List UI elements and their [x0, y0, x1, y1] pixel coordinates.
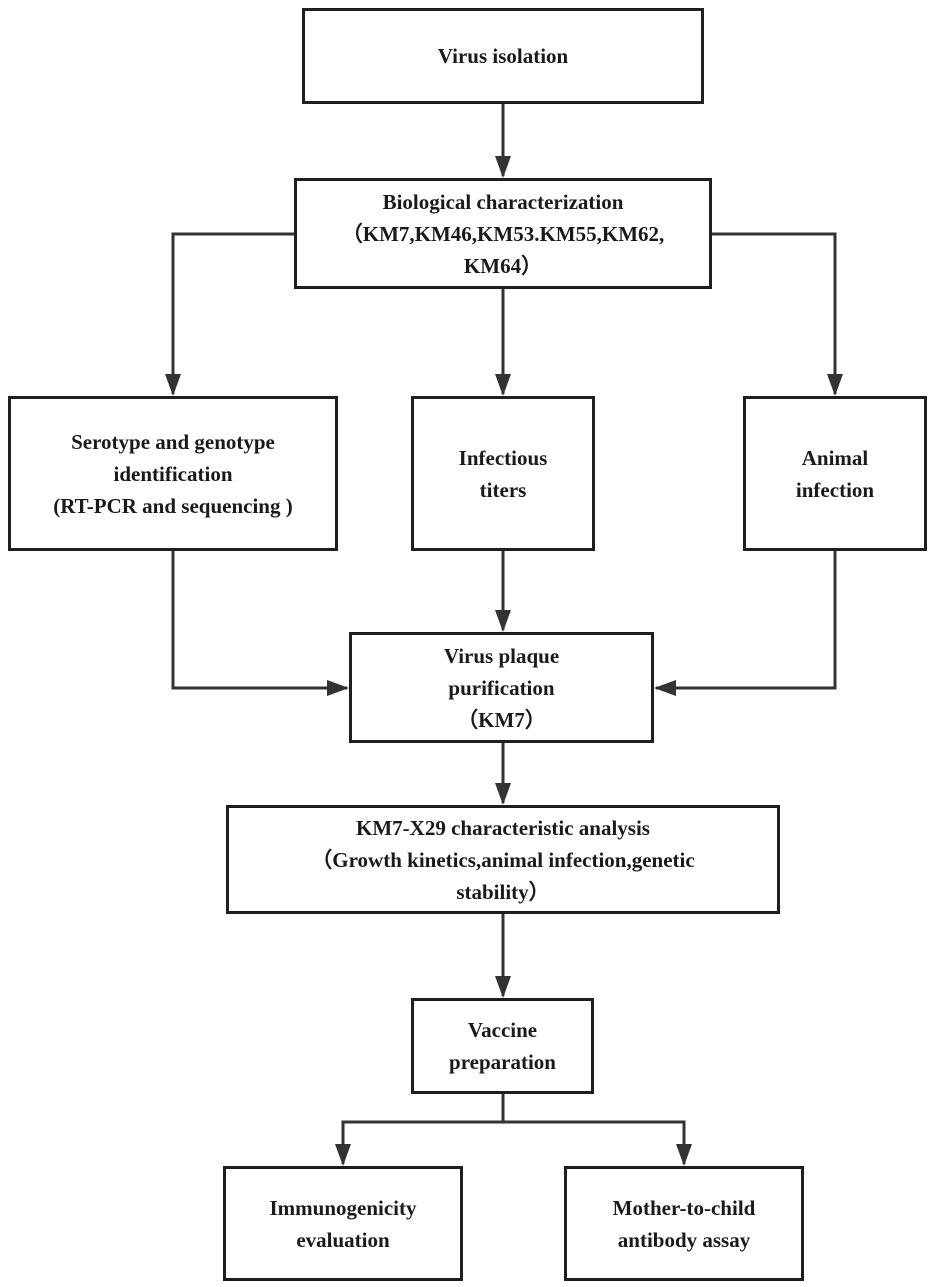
arrow-animal-to-plaque — [654, 551, 837, 696]
virus-plaque-purification-box: Virus plaque purification （KM7） — [349, 632, 654, 743]
mother-to-child-antibody-box: Mother-to-child antibody assay — [564, 1166, 804, 1281]
km7-x29-title: KM7-X29 characteristic analysis — [356, 815, 650, 840]
vaccine-preparation-box: Vaccine preparation — [411, 998, 594, 1094]
serotype-genotype-method: (RT-PCR and sequencing ) — [53, 493, 293, 518]
infectious-titers-box: Infectious titers — [411, 396, 595, 551]
biological-characterization-box: Biological characterization （KM7,KM46,KM… — [294, 178, 712, 289]
virus-isolation-label: Virus isolation — [437, 44, 569, 68]
vaccine-preparation-line1: Vaccine — [467, 1018, 538, 1042]
serotype-genotype-title-line2: identification — [113, 461, 233, 486]
arrow-bio-to-sero — [165, 232, 294, 396]
infectious-titers-line1: Infectious — [458, 445, 548, 470]
mother-to-child-line1: Mother-to-child — [612, 1195, 756, 1220]
biological-characterization-title: Biological characterization — [382, 189, 624, 214]
arrow-vaccine-to-immuno — [335, 1094, 505, 1166]
mother-to-child-line2: antibody assay — [617, 1227, 751, 1252]
arrow-sero-to-plaque — [171, 551, 349, 696]
vaccine-preparation-line2: preparation — [449, 1050, 556, 1074]
biological-characterization-strains-line1: （KM7,KM46,KM53.KM55,KM62, — [341, 221, 665, 246]
virus-plaque-line1: Virus plaque — [443, 643, 560, 668]
infectious-titers-line2: titers — [479, 477, 527, 502]
virus-plaque-line2: purification — [448, 675, 555, 700]
immunogenicity-line2: evaluation — [296, 1227, 390, 1252]
immunogenicity-evaluation-box: Immunogenicity evaluation — [223, 1166, 463, 1281]
virus-isolation-box: Virus isolation — [302, 8, 704, 104]
km7-x29-details-line2: stability） — [456, 879, 550, 904]
biological-characterization-strains-line2: KM64） — [463, 253, 543, 278]
serotype-genotype-title-line1: Serotype and genotype — [71, 429, 275, 454]
arrow-vaccine-to-mother — [503, 1120, 692, 1166]
km7-x29-details-line1: （Growth kinetics,animal infection,geneti… — [311, 847, 695, 872]
animal-infection-line1: Animal — [801, 445, 869, 470]
animal-infection-box: Animal infection — [743, 396, 927, 551]
km7-x29-analysis-box: KM7-X29 characteristic analysis （Growth … — [226, 805, 780, 914]
virus-plaque-strain: （KM7） — [457, 707, 546, 732]
immunogenicity-line1: Immunogenicity — [269, 1195, 417, 1220]
arrow-bio-to-animal — [712, 232, 843, 396]
serotype-genotype-box: Serotype and genotype identification (RT… — [8, 396, 338, 551]
animal-infection-line2: infection — [795, 477, 875, 502]
